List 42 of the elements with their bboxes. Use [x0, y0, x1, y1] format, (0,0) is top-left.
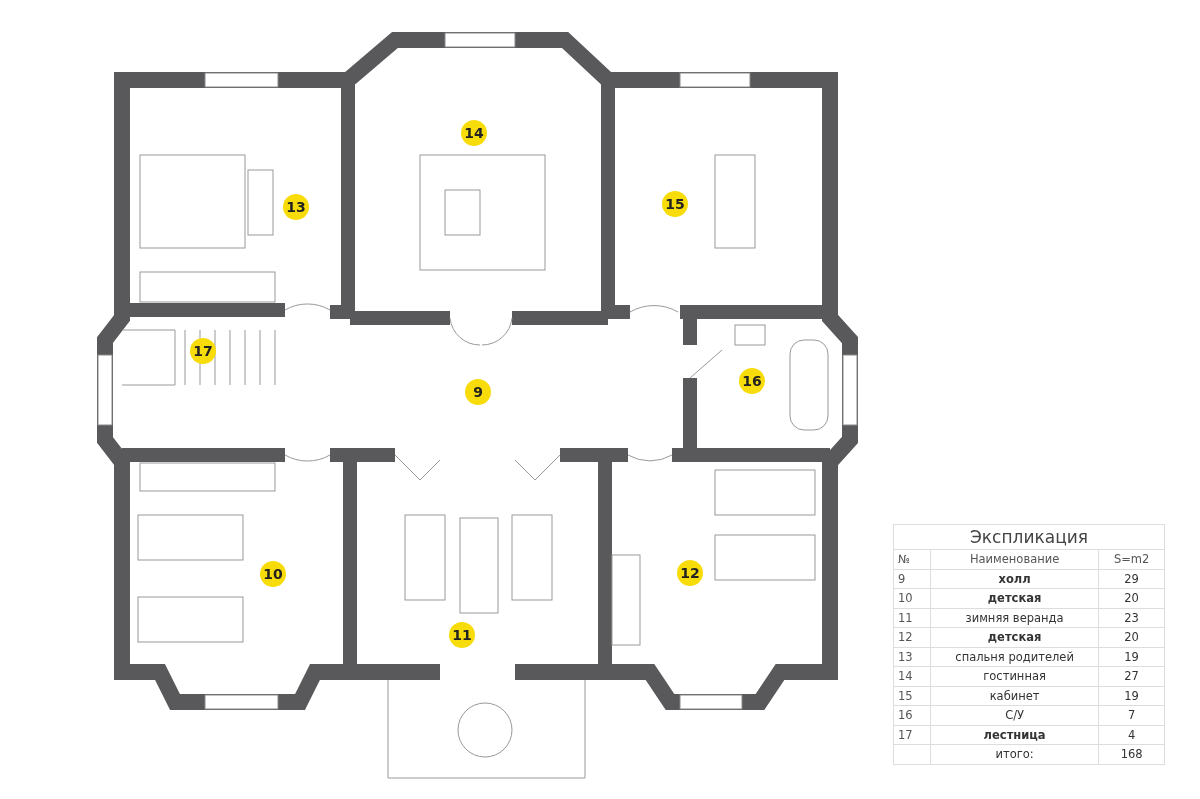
- table-cell: кабинет: [930, 686, 1099, 706]
- table-cell: 19: [1098, 647, 1165, 667]
- table-title: Экспликация: [893, 524, 1165, 550]
- column-header: Наименование: [930, 549, 1099, 569]
- table-cell: 15: [893, 686, 931, 706]
- table-cell: спальня родителей: [930, 647, 1099, 667]
- table-cell: 17: [893, 725, 931, 745]
- table-cell: зимняя веранда: [930, 608, 1099, 628]
- table-cell: детская: [930, 627, 1099, 647]
- table-cell: итого:: [930, 744, 1099, 764]
- callout-number: 12: [677, 560, 703, 586]
- table-cell: 13: [893, 647, 931, 667]
- table-cell: 7: [1098, 705, 1165, 725]
- callout-number: 17: [190, 338, 216, 364]
- table-cell: детская: [930, 588, 1099, 608]
- table-cell: 4: [1098, 725, 1165, 745]
- table-cell: 27: [1098, 666, 1165, 686]
- callout-number: 11: [449, 622, 475, 648]
- column-header: №: [893, 549, 931, 569]
- table-cell: С/У: [930, 705, 1099, 725]
- callout-number: 9: [465, 379, 491, 405]
- table-cell: 168: [1098, 744, 1165, 764]
- table-cell: холл: [930, 569, 1099, 589]
- table-cell: 14: [893, 666, 931, 686]
- table-cell: гостинная: [930, 666, 1099, 686]
- table-cell: 10: [893, 588, 931, 608]
- column-header: S=m2: [1098, 549, 1165, 569]
- table-cell: 11: [893, 608, 931, 628]
- callout-number: 14: [461, 120, 487, 146]
- callout-number: 10: [260, 561, 286, 587]
- table-cell: лестница: [930, 725, 1099, 745]
- table-cell: 19: [1098, 686, 1165, 706]
- callout-number: 13: [283, 194, 309, 220]
- callout-number: 15: [662, 191, 688, 217]
- table-cell: 12: [893, 627, 931, 647]
- table-cell: 23: [1098, 608, 1165, 628]
- table-cell: 16: [893, 705, 931, 725]
- table-cell: 20: [1098, 588, 1165, 608]
- callout-number: 16: [739, 368, 765, 394]
- table-cell: 9: [893, 569, 931, 589]
- table-cell: 20: [1098, 627, 1165, 647]
- table-cell: 29: [1098, 569, 1165, 589]
